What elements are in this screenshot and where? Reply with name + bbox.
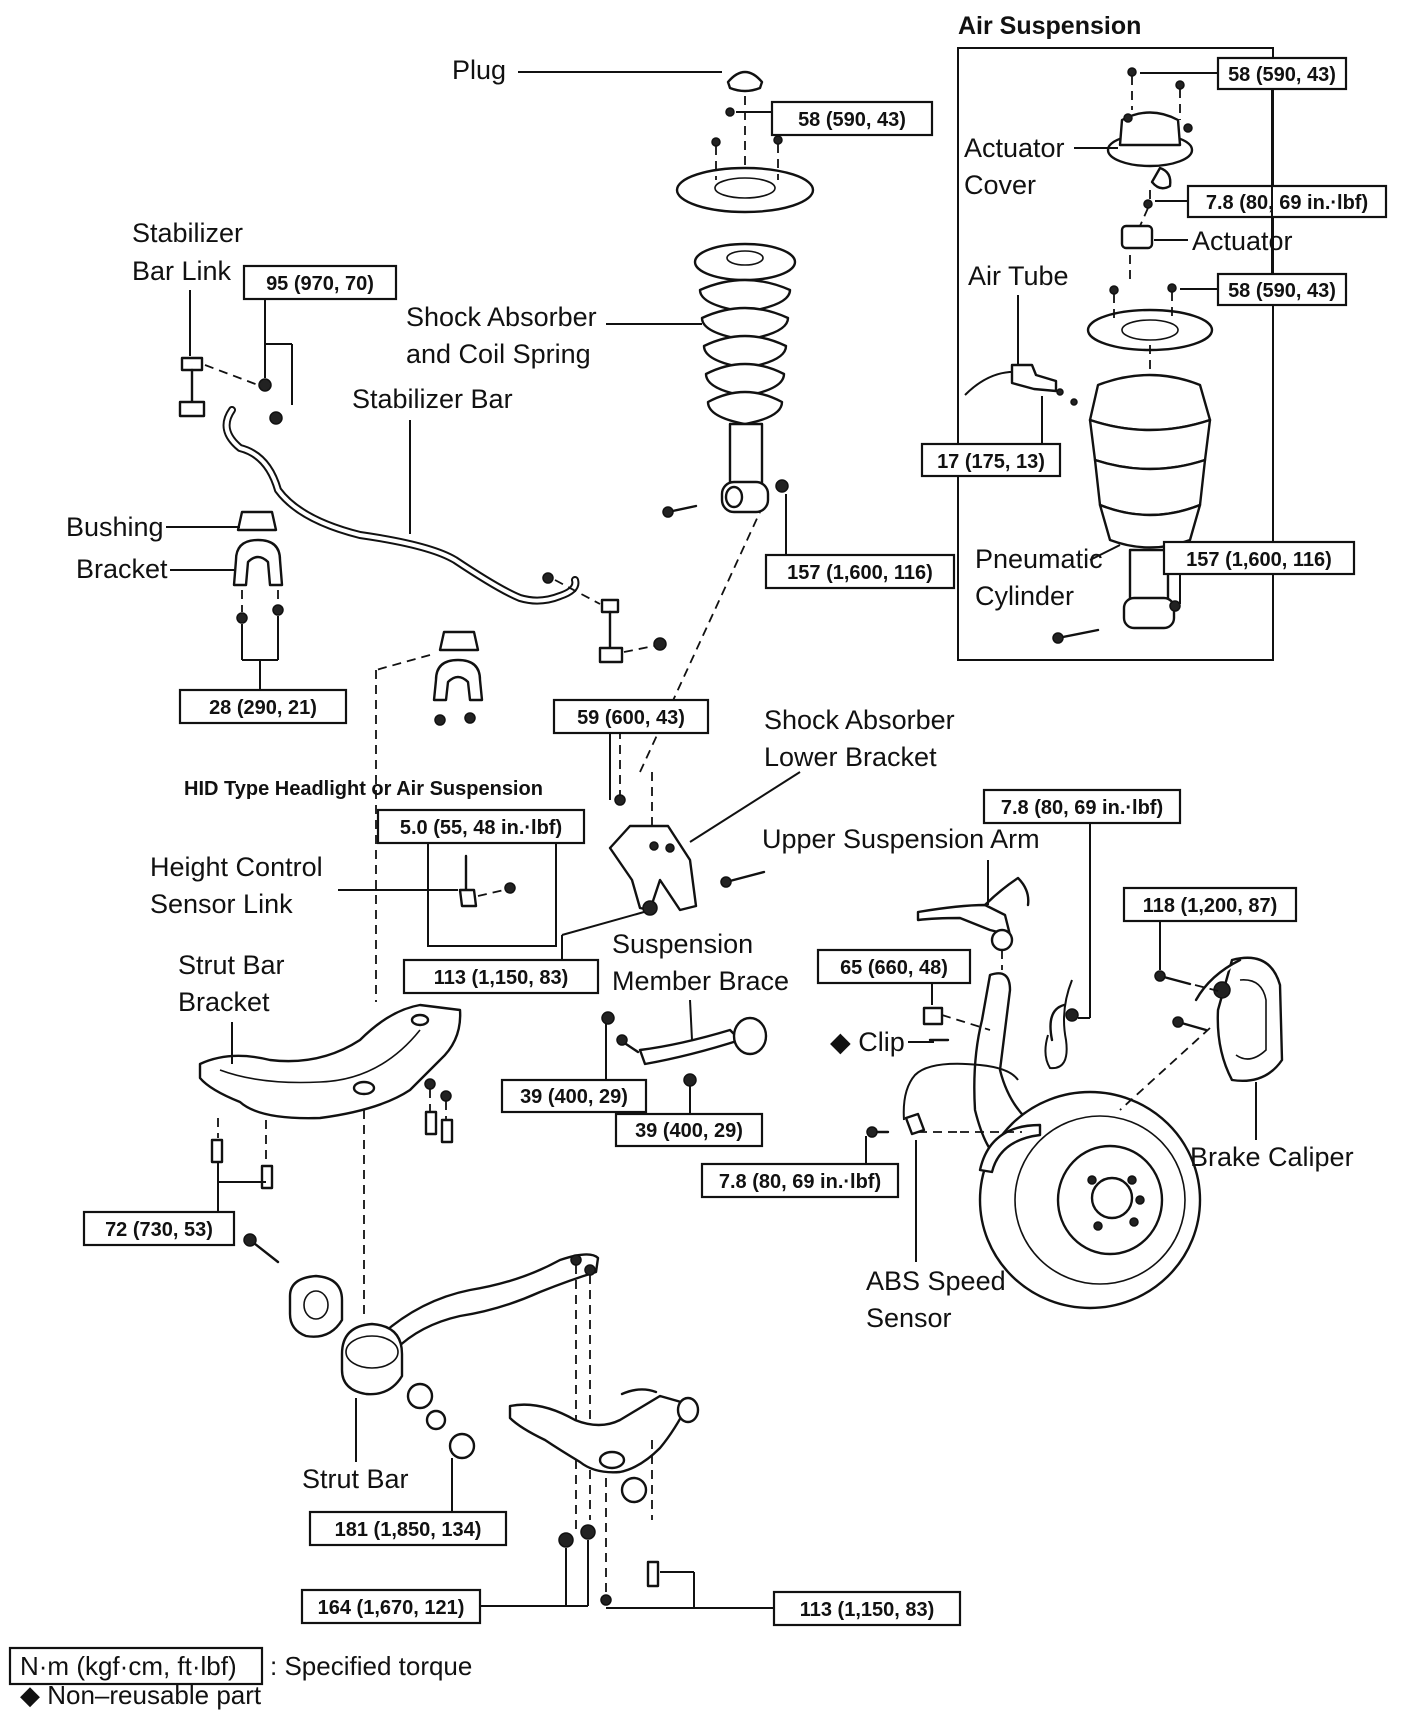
height-control-sensor-link-label-2: Sensor Link [150,889,293,919]
height-control-sensor-link-label: Height Control [150,852,323,882]
stabilizer-bar-link-label-2: Bar Link [132,256,232,286]
abs-speed-sensor-label-2: Sensor [866,1303,952,1333]
abs-speed-sensor-part [866,979,1073,1138]
torque-59: 59 (600, 43) [577,707,685,729]
shock-lower-bracket-label: Shock Absorber [764,705,955,735]
actuator-label: Actuator [1192,226,1293,256]
shock-absorber-part [662,70,815,518]
torque-air-58-b: 58 (590, 43) [1228,280,1336,302]
torque-113-lower: 113 (1,150, 83) [800,1599,935,1621]
torque-5-0: 5.0 (55, 48 in.·lbf) [400,817,562,839]
torque-39-a: 39 (400, 29) [520,1086,628,1108]
torque-39-b: 39 (400, 29) [635,1120,743,1142]
strut-bar-label: Strut Bar [302,1464,409,1494]
brake-caliper-part [1119,956,1284,1111]
clip-label: ◆ Clip [830,1027,905,1057]
stabilizer-bar-label: Stabilizer Bar [352,384,513,414]
torque-air-17: 17 (175, 13) [937,451,1045,473]
torque-air-58-a: 58 (590, 43) [1228,64,1336,86]
stabilizer-bar-link-label: Stabilizer [132,218,243,248]
air-tube-part [964,363,1078,406]
bushing-label: Bushing [66,512,164,542]
actuator-cover-part [1106,67,1194,190]
upper-suspension-arm-label: Upper Suspension Arm [762,824,1040,854]
torque-113-upper: 113 (1,150, 83) [434,967,569,989]
height-sensor-bracket-part [375,630,484,726]
bushing-bracket-part [232,510,284,624]
torque-7-8-abs: 7.8 (80, 69 in.·lbf) [719,1171,881,1193]
strut-bar-bracket-part [198,1003,462,1320]
abs-speed-sensor-label: ABS Speed [866,1266,1006,1296]
height-control-sensor-link-part [458,854,516,908]
brake-caliper-label: Brake Caliper [1190,1142,1354,1172]
legend-unit-box: N·m (kgf·cm, ft·lbf) [20,1651,237,1681]
torque-95: 95 (970, 70) [266,273,374,295]
shock-absorber-label: Shock Absorber [406,302,597,332]
torque-72: 72 (730, 53) [105,1219,213,1241]
air-suspension-inset: Air Suspension [920,12,1388,661]
legend: N·m (kgf·cm, ft·lbf) : Specified torque … [8,1646,472,1710]
pneumatic-cylinder-label: Pneumatic [975,544,1103,574]
torque-118: 118 (1,200, 87) [1143,895,1278,917]
torque-28: 28 (290, 21) [209,697,317,719]
air-upper-seat-part [1086,255,1214,352]
shock-lower-bracket-label-2: Lower Bracket [764,742,937,772]
bracket-label: Bracket [76,554,168,584]
legend-unit-description: : Specified torque [270,1651,472,1681]
torque-164: 164 (1,670, 121) [318,1597,465,1619]
pneumatic-cylinder-part [1052,345,1212,644]
upper-suspension-arm-part [916,876,1030,970]
actuator-part [1120,190,1154,250]
torque-181: 181 (1,850, 134) [335,1519,482,1541]
torque-65: 65 (660, 48) [840,957,948,979]
torque-air-157: 157 (1,600, 116) [1186,549,1332,571]
torque-air-7-8: 7.8 (80, 69 in.·lbf) [1206,192,1368,214]
air-suspension-title: Air Suspension [958,12,1141,40]
plug-label: Plug [452,55,506,85]
strut-bar-part [243,1233,600,1535]
suspension-member-brace-part [601,1011,768,1087]
stabilizer-bar-part [178,356,667,664]
pneumatic-cylinder-label-2: Cylinder [975,581,1074,611]
strut-bar-bracket-label: Strut Bar [178,950,285,980]
shock-absorber-label-2: and Coil Spring [406,339,591,369]
torque-7-8-top: 7.8 (80, 69 in.·lbf) [1001,797,1163,819]
actuator-cover-label: Actuator [964,133,1065,163]
actuator-cover-label-2: Cover [964,170,1036,200]
suspension-member-brace-label-2: Member Brace [612,966,789,996]
lower-suspension-arm-part [508,1388,700,1606]
strut-bar-bracket-label-2: Bracket [178,987,270,1017]
torque-58-top: 58 (590, 43) [798,109,906,131]
torque-157-main: 157 (1,600, 116) [787,562,933,584]
legend-non-reusable: ◆ Non–reusable part [20,1680,262,1710]
hid-label: HID Type Headlight or Air Suspension [184,778,543,800]
air-tube-label: Air Tube [968,261,1069,291]
suspension-member-brace-label: Suspension [612,929,753,959]
brake-disc-part [978,1090,1202,1310]
